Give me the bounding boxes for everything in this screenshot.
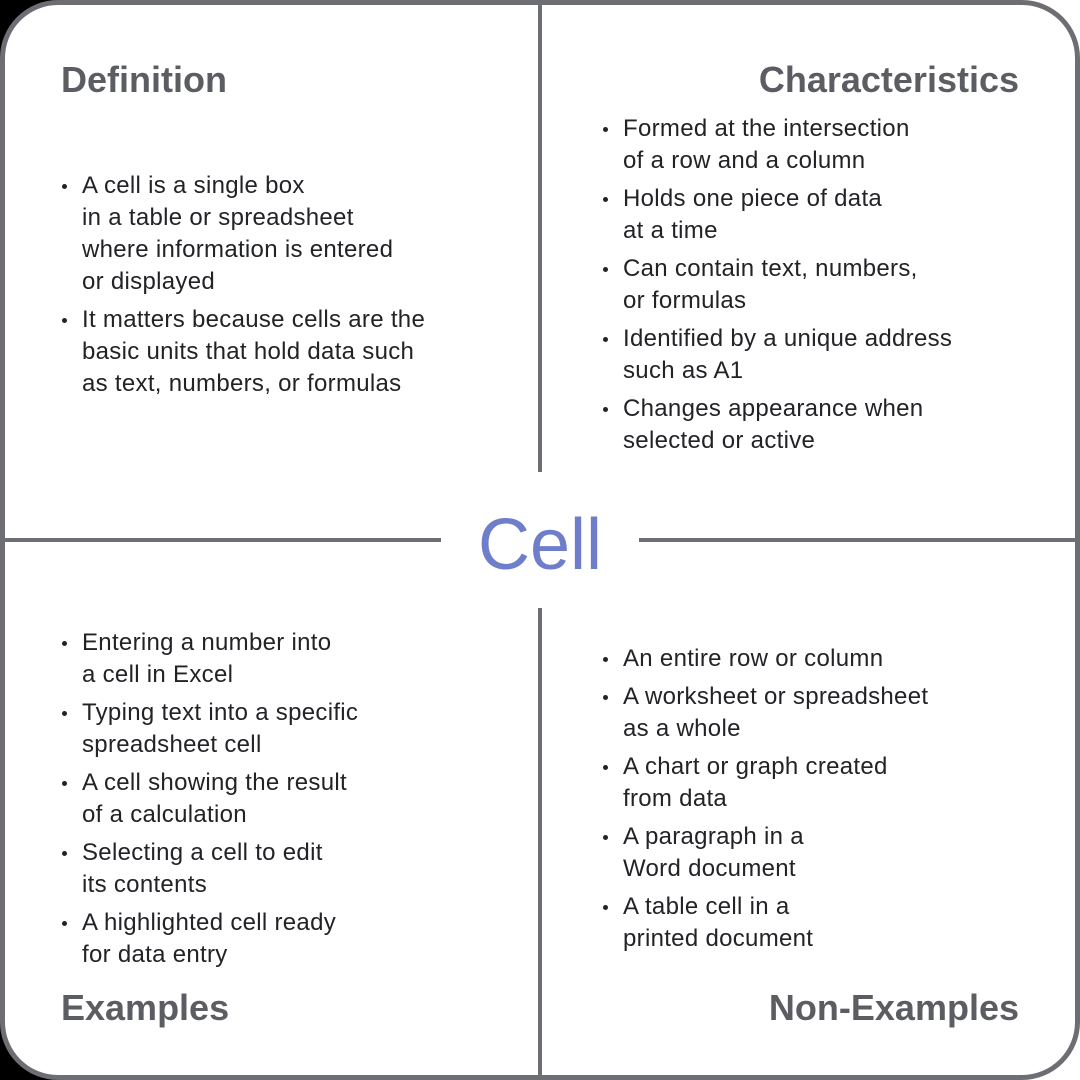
list-item: Selecting a cell to edit its contents (61, 837, 501, 901)
examples-list: Entering a number into a cell in Excel T… (61, 627, 501, 977)
list-item: A cell showing the result of a calculati… (61, 767, 501, 831)
list-item: Formed at the intersection of a row and … (602, 113, 1042, 177)
characteristics-heading: Characteristics (758, 59, 1019, 100)
list-item: A highlighted cell ready for data entry (61, 907, 501, 971)
list-item: A table cell in a printed document (602, 891, 1042, 955)
examples-heading: Examples (61, 987, 230, 1028)
list-item: An entire row or column (602, 643, 1042, 675)
definition-heading: Definition (61, 59, 227, 100)
center-term: Cell (477, 505, 603, 585)
list-item: Typing text into a specific spreadsheet … (61, 697, 501, 761)
list-item: A cell is a single box in a table or spr… (61, 170, 501, 298)
non-examples-heading: Non-Examples (768, 987, 1019, 1028)
characteristics-list: Formed at the intersection of a row and … (602, 113, 1042, 463)
list-item: Holds one piece of data at a time (602, 183, 1042, 247)
list-item: Can contain text, numbers, or formulas (602, 253, 1042, 317)
list-item: A chart or graph created from data (602, 751, 1042, 815)
list-item: Identified by a unique address such as A… (602, 323, 1042, 387)
definition-list: A cell is a single box in a table or spr… (61, 170, 501, 406)
list-item: Changes appearance when selected or acti… (602, 393, 1042, 457)
list-item: Entering a number into a cell in Excel (61, 627, 501, 691)
list-item: It matters because cells are the basic u… (61, 304, 501, 400)
list-item: A paragraph in a Word document (602, 821, 1042, 885)
non-examples-list: An entire row or column A worksheet or s… (602, 643, 1042, 961)
vertical-divider-top (538, 0, 542, 472)
horizontal-divider-right (639, 538, 1080, 542)
list-item: A worksheet or spreadsheet as a whole (602, 681, 1042, 745)
horizontal-divider-left (0, 538, 441, 542)
vertical-divider-bottom (538, 608, 542, 1080)
